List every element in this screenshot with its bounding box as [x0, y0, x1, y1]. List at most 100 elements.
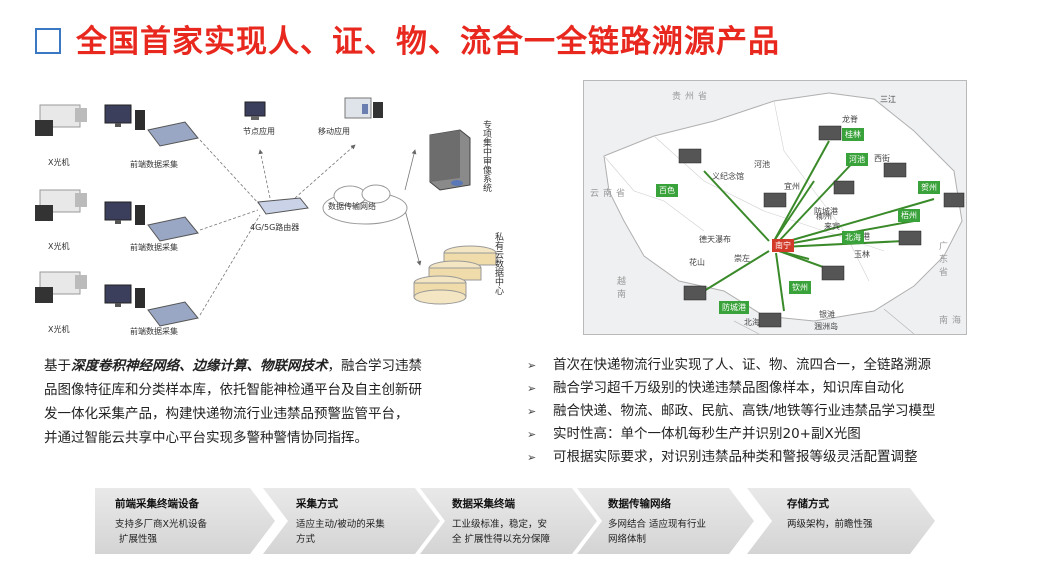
intro-paragraph: 基于深度卷积神经网络、边缘计算、物联网技术，融合学习违禁 品图像特征库和分类样本…	[44, 354, 504, 450]
xray-machine-icons	[678, 125, 965, 328]
place-label: 防城港	[814, 207, 838, 216]
place-label: 北海	[744, 318, 760, 327]
map-graphic	[584, 81, 966, 334]
feature-item: ➢可根据实际要求，对识别违禁品种类和警报等级灵活配置调整	[527, 446, 997, 469]
intro-emphasis: 深度卷积神经网络、边缘计算、物联网技术	[71, 358, 328, 374]
region-label: 越南	[615, 276, 625, 302]
feature-list: ➢首次在快递物流行业实现了人、证、物、流四合一，全链路溯源 ➢融合学习超千万级别…	[527, 354, 997, 469]
place-label: 来宾	[824, 222, 840, 231]
router-icon	[257, 197, 309, 215]
region-label: 广东省	[937, 241, 947, 280]
place-label: 花山	[689, 258, 705, 267]
chevron-step-1	[95, 488, 275, 554]
city-tag: 河池	[846, 153, 868, 166]
cloud-label: 数据传输网络	[328, 202, 376, 211]
step-title: 前端采集终端设备	[115, 498, 199, 510]
arrow-bullet-icon: ➢	[527, 405, 537, 418]
collector-device-icon	[147, 301, 199, 327]
node-app-label: 节点应用	[243, 127, 275, 136]
page-title: 全国首家实现人、证、物、流合一全链路溯源产品	[76, 24, 780, 60]
xray-label: X光机	[48, 158, 70, 167]
connector-line	[199, 139, 261, 206]
feature-item: ➢首次在快递物流行业实现了人、证、物、流四合一，全链路溯源	[527, 354, 997, 377]
guangxi-map: 贵州省 云南省 越南 广东省 南海 义纪念馆 河池 柳州 龙脊 三江 西街 宜州…	[583, 80, 967, 335]
private-cloud-label: 私有云数据中心	[493, 232, 503, 295]
computer-icon	[104, 104, 145, 130]
intro-line: 并通过智能云共享中心平台实现多警种警情协同指挥。	[44, 430, 368, 446]
node-app-icon	[244, 101, 266, 120]
city-tag: 钦州	[789, 281, 811, 294]
capital-tag: 南宁	[772, 239, 794, 252]
place-label: 玉林	[854, 250, 870, 259]
step-title: 数据传输网络	[608, 498, 671, 510]
chevron-step-4	[577, 488, 754, 554]
city-tag: 桂林	[842, 128, 864, 141]
process-step: 前端采集终端设备 支持多厂商X光机设备扩展性强	[115, 488, 255, 553]
process-chevrons	[95, 488, 935, 554]
connector-line	[199, 214, 261, 316]
connector-line	[404, 149, 417, 191]
region-label: 贵州省	[672, 92, 712, 102]
step-title: 存储方式	[787, 498, 829, 510]
step-desc: 支持多厂商X光机设备扩展性强	[115, 519, 208, 545]
city-tag: 贺州	[918, 181, 940, 194]
mobile-app-label: 移动应用	[318, 127, 350, 136]
feature-item: ➢融合学习超千万级别的快递违禁品图像样本，知识库自动化	[527, 377, 997, 400]
city-tag: 梧州	[898, 209, 920, 222]
collector-label: 前端数据采集	[130, 160, 178, 169]
place-label: 西街	[874, 154, 890, 163]
database-icon	[413, 245, 497, 305]
city-tag: 防城港	[719, 301, 749, 314]
step-desc: 两级架构，前瞻性强	[787, 519, 873, 530]
cloud-icon	[322, 184, 408, 225]
intro-prefix: 基于	[44, 358, 71, 374]
collector-label: 前端数据采集	[130, 327, 178, 336]
convergence-arrows	[703, 140, 935, 312]
computer-icon	[104, 201, 145, 225]
place-label: 义纪念馆	[712, 172, 744, 181]
computer-icon	[104, 284, 145, 308]
process-step: 数据传输网络 多网结合 适应现有行业网络体制	[608, 488, 738, 553]
place-label: 德天瀑布	[699, 235, 731, 244]
collector-device-icon	[147, 216, 199, 242]
xray-machine-icon	[35, 271, 87, 303]
feature-item: ➢实时性高：单个一体机每秒生产并识别20+副X光图	[527, 423, 997, 446]
region-label: 南海	[939, 316, 966, 326]
mobile-app-icon	[344, 97, 383, 119]
process-step: 数据采集终端 工业级标准，稳定，安全 扩展性得以充分保障	[452, 488, 582, 553]
architecture-diagram	[35, 97, 497, 327]
router-label: 4G/5G路由器	[250, 223, 300, 232]
place-label: 崇左	[734, 254, 750, 263]
title-checkbox-icon	[35, 28, 61, 54]
place-label: 宜州	[784, 182, 800, 191]
xray-label: X光机	[48, 325, 70, 334]
place-label: 龙脊	[842, 115, 858, 124]
step-desc: 工业级标准，稳定，安全 扩展性得以充分保障	[452, 519, 551, 545]
place-label: 河池	[754, 160, 770, 169]
process-step: 存储方式 两级架构，前瞻性强	[787, 488, 917, 553]
arrow-bullet-icon: ➢	[527, 451, 537, 464]
chevron-step-2	[263, 488, 440, 554]
place-label: 涠洲岛	[814, 322, 838, 331]
xray-machine-icon	[35, 189, 87, 221]
city-tag: 北海	[842, 231, 864, 244]
chevron-step-5	[747, 488, 935, 554]
server-icon	[429, 129, 471, 191]
chevron-step-3	[420, 488, 597, 554]
connector-line	[404, 209, 422, 266]
step-desc: 多网结合 适应现有行业网络体制	[608, 519, 707, 545]
region-label: 云南省	[590, 189, 630, 199]
place-label: 三江	[880, 95, 896, 104]
intro-line: 品图像特征库和分类样本库，依托智能神检通平台及自主创新研	[44, 382, 422, 398]
server-label: 专项集中审像系统	[481, 120, 491, 192]
xray-label: X光机	[48, 242, 70, 251]
intro-line1-suffix: ，融合学习违禁	[327, 358, 423, 374]
city-tag: 百色	[656, 184, 678, 197]
feature-item: ➢融合快递、物流、邮政、民航、高铁/地铁等行业违禁品学习模型	[527, 400, 997, 423]
place-label: 银滩	[819, 310, 835, 319]
arrow-bullet-icon: ➢	[527, 382, 537, 395]
arrow-bullet-icon: ➢	[527, 359, 537, 372]
arrow-bullet-icon: ➢	[527, 428, 537, 441]
intro-line: 发一体化采集产品，构建快递物流行业违禁品预警监管平台，	[44, 406, 409, 422]
step-title: 采集方式	[296, 498, 338, 510]
